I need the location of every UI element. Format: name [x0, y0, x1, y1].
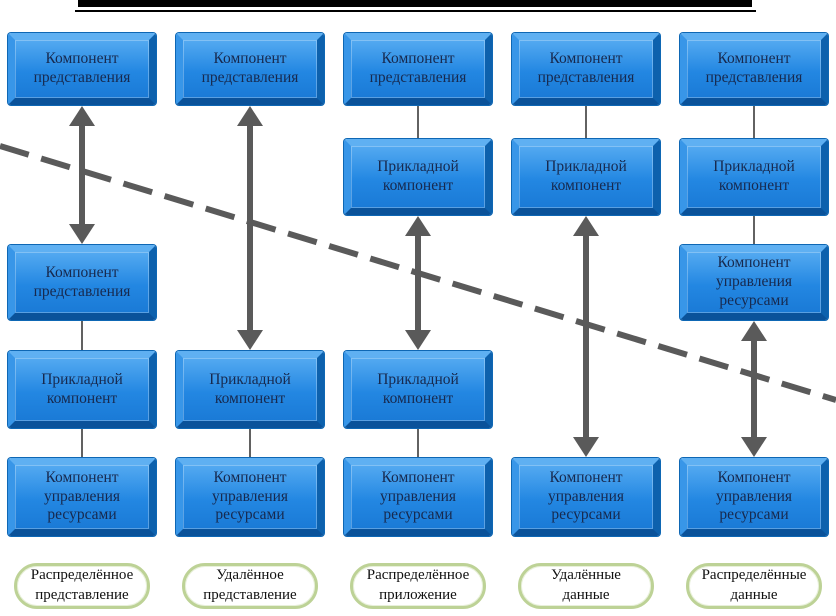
- model-caption: Удалённые данные: [518, 563, 654, 609]
- model-caption-label: Распределённое представление: [30, 567, 134, 603]
- component-box-label: Компонент представления: [537, 50, 635, 86]
- component-box-presentation: Компонент представления: [344, 33, 492, 105]
- component-box-resources: Компонент управления ресурсами: [8, 458, 156, 536]
- component-box-label: Компонент представления: [33, 263, 131, 300]
- component-box-label: Компонент представления: [369, 50, 467, 86]
- component-box-label: Прикладной компонент: [377, 158, 459, 194]
- component-box-label: Компонент представления: [705, 50, 803, 86]
- component-box-presentation: Компонент представления: [8, 245, 156, 320]
- component-box-label: Компонент управления ресурсами: [379, 468, 457, 524]
- model-caption-label: Удалённые данные: [551, 567, 621, 603]
- component-box-application: Прикладной компонент: [8, 351, 156, 428]
- component-box-label: Компонент представления: [33, 50, 131, 86]
- arrow-head-up: [741, 321, 767, 341]
- component-box-label: Прикладной компонент: [713, 158, 795, 194]
- arrow-head-up: [69, 106, 95, 126]
- arrow-head-down: [237, 330, 263, 350]
- component-box-application: Прикладной компонент: [512, 139, 660, 215]
- arrow-head-up: [237, 106, 263, 126]
- component-box-label: Прикладной компонент: [209, 370, 291, 407]
- arrow-head-up: [573, 216, 599, 236]
- component-box-presentation: Компонент представления: [512, 33, 660, 105]
- component-box-label: Прикладной компонент: [41, 370, 123, 407]
- arrow-head-down: [741, 437, 767, 457]
- component-box-application: Прикладной компонент: [344, 351, 492, 428]
- component-box-application: Прикладной компонент: [680, 139, 828, 215]
- model-caption: Распределённые данные: [686, 563, 822, 609]
- heading-rule-thick: [78, 0, 752, 7]
- component-box-label: Компонент управления ресурсами: [715, 468, 793, 524]
- arrow-head-down: [69, 224, 95, 244]
- component-box-resources: Компонент управления ресурсами: [176, 458, 324, 536]
- component-box-resources: Компонент управления ресурсами: [680, 245, 828, 320]
- model-caption-label: Распределённые данные: [701, 567, 807, 603]
- component-box-presentation: Компонент представления: [8, 33, 156, 105]
- component-box-presentation: Компонент представления: [176, 33, 324, 105]
- component-box-resources: Компонент управления ресурсами: [512, 458, 660, 536]
- component-box-label: Компонент управления ресурсами: [715, 254, 793, 309]
- component-box-application: Прикладной компонент: [344, 139, 492, 215]
- component-box-label: Компонент управления ресурсами: [547, 468, 625, 524]
- component-box-label: Прикладной компонент: [545, 158, 627, 194]
- heading-rule-thin: [75, 10, 756, 12]
- component-box-presentation: Компонент представления: [680, 33, 828, 105]
- component-box-resources: Компонент управления ресурсами: [680, 458, 828, 536]
- component-box-resources: Компонент управления ресурсами: [344, 458, 492, 536]
- model-caption: Распределённое представление: [14, 563, 150, 609]
- component-box-label: Компонент представления: [201, 50, 299, 86]
- model-caption-label: Удалённое представление: [203, 567, 297, 603]
- model-caption: Распределённое приложение: [350, 563, 486, 609]
- arrow-head-down: [573, 437, 599, 457]
- arrow-head-down: [405, 330, 431, 350]
- component-box-label: Компонент управления ресурсами: [211, 468, 289, 524]
- model-caption: Удалённое представление: [182, 563, 318, 609]
- model-caption-label: Распределённое приложение: [366, 567, 470, 603]
- component-box-application: Прикладной компонент: [176, 351, 324, 428]
- arrow-head-up: [405, 216, 431, 236]
- component-box-label: Компонент управления ресурсами: [43, 468, 121, 524]
- component-box-label: Прикладной компонент: [377, 370, 459, 407]
